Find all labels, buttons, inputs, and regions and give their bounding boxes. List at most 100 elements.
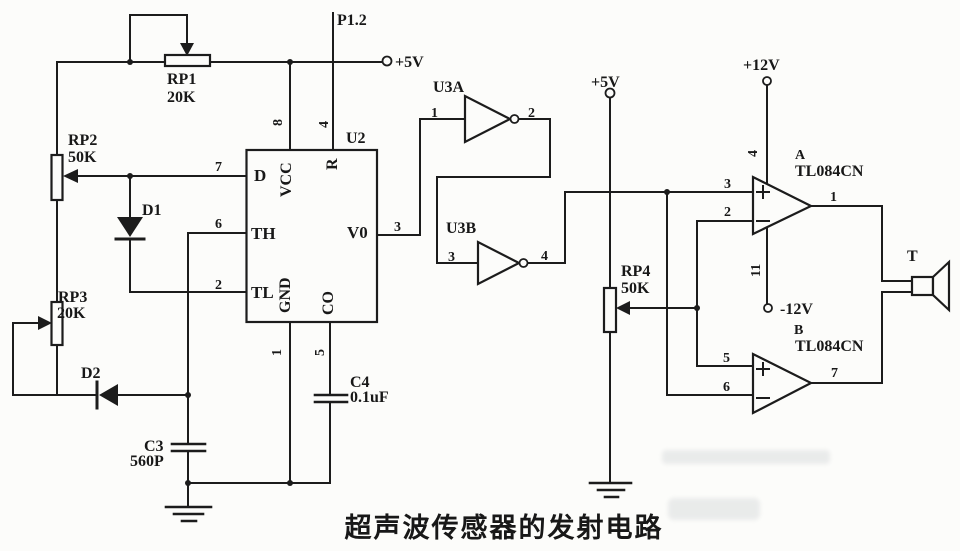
smudge-mark [662, 450, 830, 464]
u3b-pin-out: 4 [541, 249, 548, 264]
u2-pin5-number: 5 [313, 349, 328, 356]
junction-dot [287, 59, 293, 65]
v12-neg-label: -12V [780, 301, 813, 318]
u3a-pin-in: 1 [431, 106, 438, 121]
opamp-b-triangle [751, 352, 814, 415]
u2-pin2-number: 2 [215, 278, 222, 293]
d2-ref: D2 [81, 365, 101, 382]
wire-th [187, 232, 247, 396]
rp2-wiper-arrow [63, 169, 78, 183]
rp3-body [50, 300, 64, 347]
u2-chip-body [245, 148, 379, 324]
c4-value: 0.1uF [350, 389, 389, 406]
rp1-body [163, 53, 212, 68]
rp2-ref: RP2 [68, 132, 97, 149]
rp3-value: 20K [57, 305, 86, 322]
u3a-ref: U3A [433, 79, 465, 96]
junction-dot [185, 392, 191, 398]
opamp-a-pin11: 11 [749, 264, 764, 277]
opamp-a-pin2: 2 [724, 205, 731, 220]
u3b-ref: U3B [446, 220, 477, 237]
v5-left-label: +5V [395, 54, 424, 71]
opamp-b-plus-sign [756, 362, 770, 376]
c3-capacitor-plates [170, 442, 207, 453]
u3b-inverter-triangle [476, 240, 522, 286]
junction-dot [694, 305, 700, 311]
p12-label: P1.2 [337, 12, 367, 29]
u2-pin-vcc: VCC [278, 162, 295, 197]
rp4-body [602, 286, 618, 334]
wire-pin2-to-pin5 [696, 220, 754, 367]
opamp-b-pin5: 5 [723, 351, 730, 366]
c3-ref: C3 [144, 438, 164, 455]
junction-dots [127, 59, 700, 486]
ground-symbol [164, 482, 213, 523]
v12-pos-terminal [762, 76, 772, 86]
c4-capacitor-plates [313, 393, 349, 404]
u2-pin8-number: 8 [271, 119, 286, 126]
ground-symbol [588, 481, 633, 499]
wire-rp3-wiper [12, 322, 41, 396]
ground-bars [164, 505, 213, 523]
u2-pin1-number: 1 [270, 349, 285, 356]
u2-pin-co: CO [320, 291, 337, 315]
u3b-inverter-bubble [518, 258, 529, 268]
opamp-a-part: TL084CN [795, 163, 864, 180]
wire-v0-to-u3a [376, 118, 466, 236]
u3a-inverter-bubble [509, 114, 520, 124]
rp1-wiper-arrow [180, 43, 194, 56]
u2-pin7-number: 7 [215, 160, 222, 175]
rp4-value: 50K [621, 280, 650, 297]
u2-pin-gnd: GND [277, 277, 294, 313]
u2-pin4-number: 4 [317, 121, 332, 128]
figure-caption: 超声波传感器的发射电路 [345, 512, 664, 543]
transducer-horn [931, 259, 951, 313]
ground-bars [588, 481, 633, 499]
u2-ref: U2 [346, 130, 366, 147]
rp2-value: 50K [68, 149, 97, 166]
labels: P1.2 +5V +5V +12V -12V RP1 20K RP2 50K R… [57, 12, 918, 543]
wire-u3a-to-u3b [436, 118, 551, 264]
opamp-a-triangle [751, 175, 814, 236]
u3a-inverter-triangle [463, 94, 513, 144]
v12-neg-terminal [763, 303, 773, 313]
opamp-b-pin6: 6 [723, 380, 730, 395]
rp1-value: 20K [167, 89, 196, 106]
wire-to-pin6 [666, 191, 754, 396]
rp3-ref: RP3 [58, 289, 87, 306]
opamp-a-pin1: 1 [830, 190, 837, 205]
junction-dot [664, 189, 670, 195]
u2-pin-r: R [324, 158, 341, 170]
wire-opamp-b-out [810, 291, 913, 384]
u3a-pin-out: 2 [528, 106, 535, 121]
junction-dot [127, 59, 133, 65]
opamp-a-pin3: 3 [724, 177, 731, 192]
d1-diode-triangle [117, 217, 143, 237]
v12-pos-label: +12V [743, 57, 780, 74]
rp4-ref: RP4 [621, 263, 650, 280]
opamp-a-section: A [795, 148, 806, 163]
rp3-wiper-arrow [38, 316, 52, 330]
v5-mid-label: +5V [591, 74, 620, 91]
rp1-ref: RP1 [167, 71, 196, 88]
v5-mid-terminal [604, 87, 616, 99]
junction-dot [287, 480, 293, 486]
u2-pin-v0: V0 [347, 223, 368, 242]
u2-pin6-number: 6 [215, 217, 222, 232]
wires [12, 12, 913, 484]
opamp-b-part: TL084CN [795, 338, 864, 355]
opamp-b-section: B [794, 323, 803, 338]
u2-pin-tl: TL [251, 283, 274, 302]
opamp-a-plus-sign [756, 185, 770, 199]
u3b-pin-in: 3 [448, 250, 455, 265]
u2-pin-d: D [254, 166, 266, 185]
c3-value: 560P [130, 453, 164, 470]
smudge-mark [668, 498, 760, 520]
watermark-smudge [662, 450, 830, 520]
d2-diode-triangle [99, 384, 118, 406]
transducer-body [910, 275, 935, 297]
rp4-wiper-arrow [616, 301, 630, 315]
wire-u3b-out [527, 191, 754, 264]
